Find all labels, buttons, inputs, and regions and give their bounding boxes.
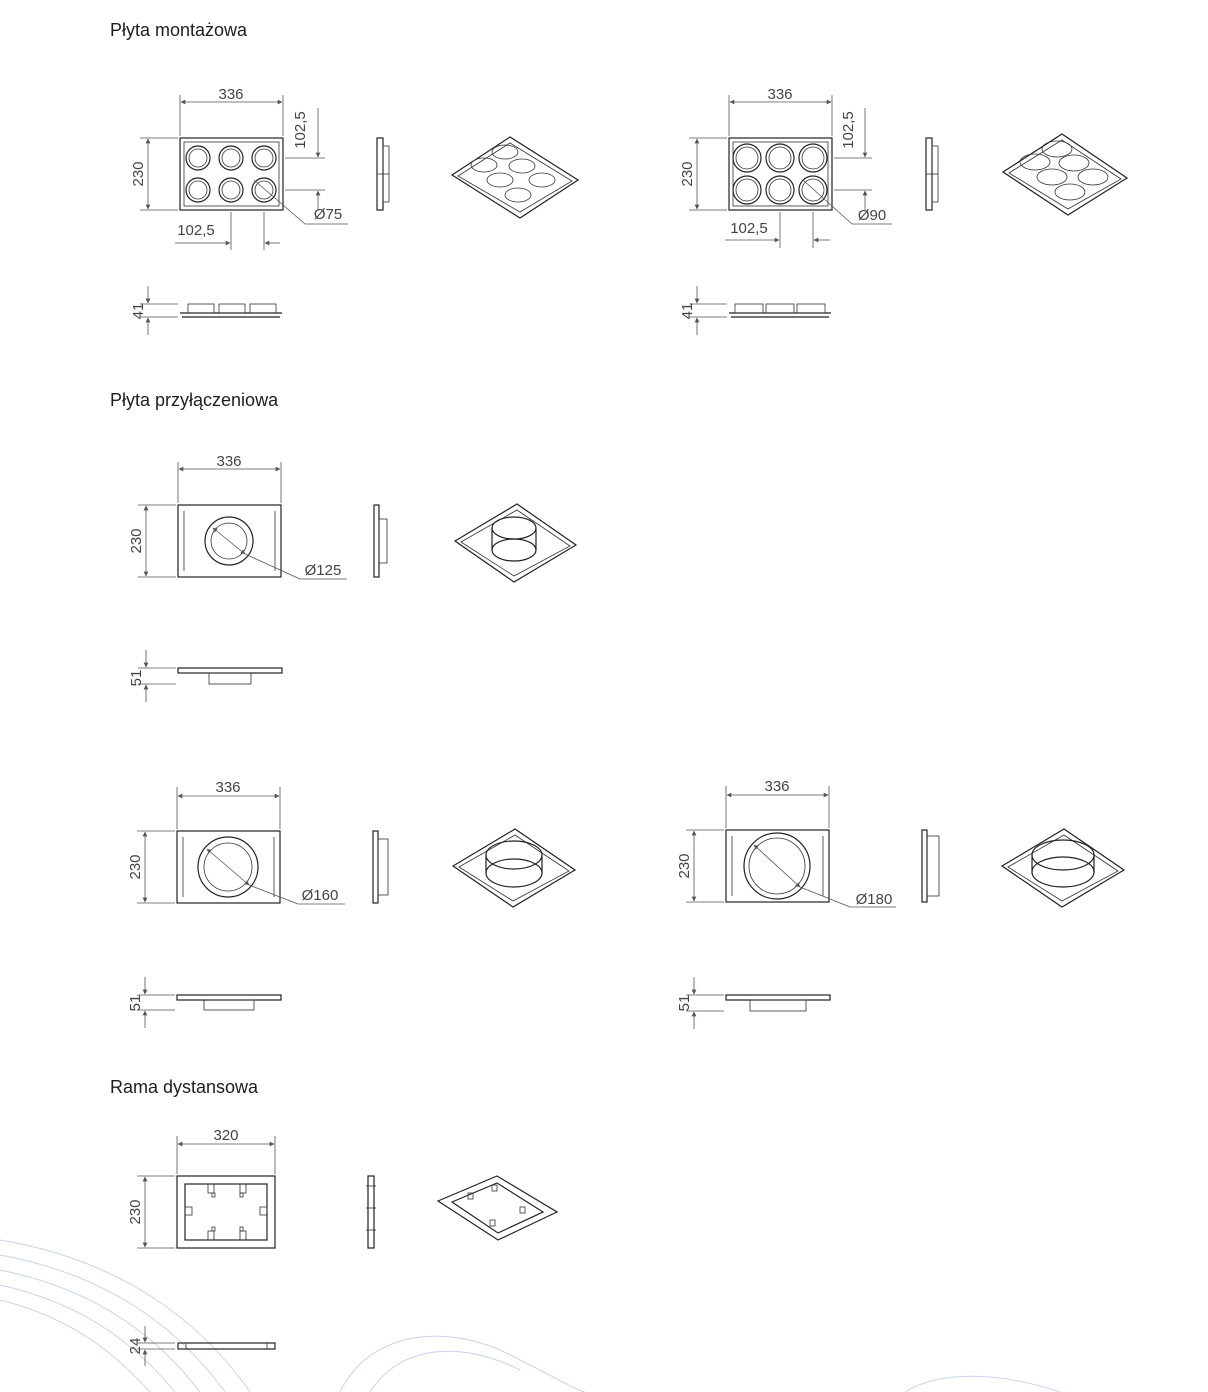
- dimension-lines: [137, 1136, 276, 1249]
- front-view: [176, 830, 281, 904]
- width-label: 336: [216, 453, 241, 470]
- front-view: [176, 1175, 276, 1249]
- height-label: 230: [130, 161, 147, 186]
- top-view: [140, 286, 282, 335]
- side-view: [366, 1175, 376, 1249]
- dimension-lines: [138, 462, 347, 580]
- isometric-view: [1001, 133, 1129, 216]
- depth-label: 51: [127, 995, 144, 1012]
- depth-label: 51: [128, 670, 145, 687]
- dimension-lines: [686, 786, 896, 908]
- top-view: [689, 286, 831, 335]
- horizontal-spacing-label: 102,5: [730, 220, 768, 237]
- section-title-spacer-frame: Rama dystansowa: [110, 1077, 259, 1097]
- front-view: [728, 137, 833, 211]
- side-view: [372, 830, 389, 904]
- side-view: [373, 504, 388, 578]
- depth-label: 24: [127, 1338, 144, 1355]
- diameter-label: Ø75: [314, 206, 342, 223]
- side-view: [376, 137, 390, 211]
- depth-label: 51: [676, 995, 693, 1012]
- isometric-view: [453, 503, 578, 583]
- top-view: [138, 650, 283, 702]
- connection-plate-125-drawing: 336 230 Ø125 51: [128, 453, 578, 702]
- top-view: [137, 977, 282, 1028]
- isometric-view: [450, 136, 580, 219]
- depth-label: 41: [679, 303, 696, 320]
- connection-plate-160-drawing: 336 230 Ø160 51: [127, 779, 577, 1028]
- isometric-view: [451, 828, 577, 908]
- front-view: [177, 504, 282, 578]
- diameter-label: Ø160: [302, 887, 339, 904]
- horizontal-spacing-label: 102,5: [177, 222, 215, 239]
- vertical-spacing-label: 102,5: [292, 111, 309, 149]
- height-label: 230: [679, 161, 696, 186]
- isometric-view: [1000, 828, 1126, 908]
- height-label: 230: [127, 1199, 144, 1224]
- front-view: [725, 829, 830, 903]
- section-title-connection-plate: Płyta przyłączeniowa: [110, 390, 279, 410]
- background-swirl-decoration: [0, 1239, 1061, 1392]
- side-view: [921, 829, 940, 903]
- dimension-lines: [137, 787, 345, 905]
- dimension-lines: [689, 95, 892, 248]
- side-view: [925, 137, 939, 211]
- diameter-label: Ø125: [305, 562, 342, 579]
- section-title-mounting-plate: Płyta montażowa: [110, 20, 248, 40]
- mounting-plate-75-drawing: 336 230 102,5 102,5 Ø75 41: [130, 86, 580, 335]
- width-label: 336: [767, 86, 792, 103]
- dimension-lines: [140, 95, 348, 250]
- width-label: 336: [215, 779, 240, 796]
- width-label: 320: [213, 1127, 238, 1144]
- height-label: 230: [676, 853, 693, 878]
- height-label: 230: [127, 854, 144, 879]
- vertical-spacing-label: 102,5: [840, 111, 857, 149]
- connection-plate-180-drawing: 336 230 Ø180 51: [676, 778, 1126, 1029]
- mounting-plate-90-drawing: 336 230 102,5 102,5 Ø90 41: [679, 86, 1129, 335]
- diameter-label: Ø90: [858, 207, 886, 224]
- front-view: [179, 137, 284, 211]
- depth-label: 41: [130, 303, 147, 320]
- spacer-frame-drawing: 320 230 24: [127, 1127, 559, 1366]
- height-label: 230: [128, 528, 145, 553]
- width-label: 336: [218, 86, 243, 103]
- top-view: [137, 1326, 276, 1366]
- top-view: [686, 977, 831, 1029]
- diameter-label: Ø180: [856, 891, 893, 908]
- width-label: 336: [764, 778, 789, 795]
- isometric-view: [436, 1175, 559, 1241]
